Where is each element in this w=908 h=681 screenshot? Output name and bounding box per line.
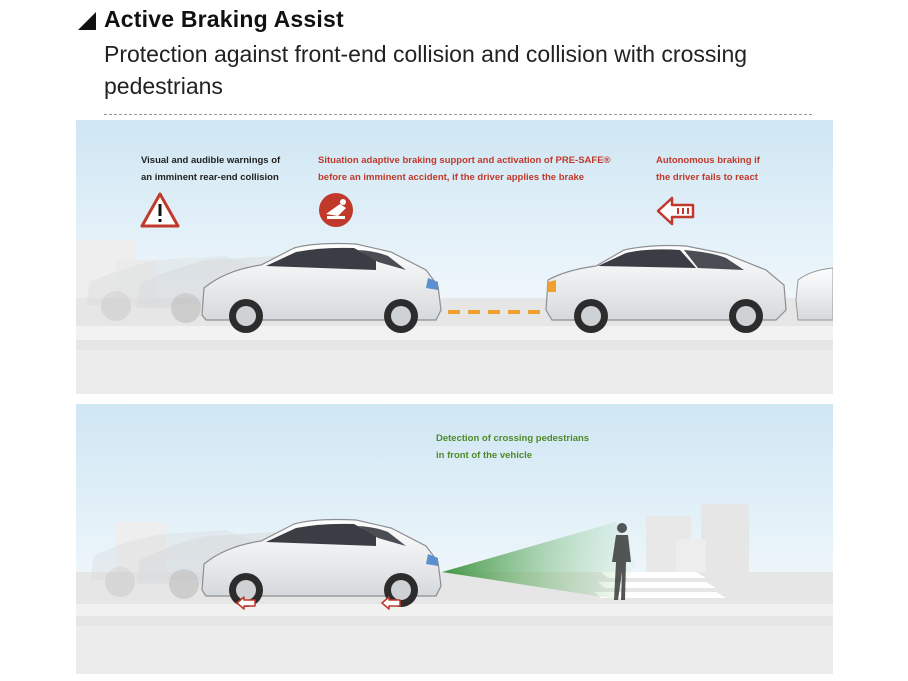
warning-triangle-icon <box>140 192 180 228</box>
caption-warning: Visual and audible warnings of an immine… <box>141 155 281 183</box>
arrow-left-icon <box>656 196 695 226</box>
rear-end-collision-panel: Visual and audible warnings of an immine… <box>76 120 833 394</box>
car <box>201 518 442 607</box>
brake-pedal-icon <box>319 193 353 227</box>
pedestrian <box>612 523 631 600</box>
rear-car <box>201 242 442 333</box>
page-title: Active Braking Assist <box>104 6 344 32</box>
caption-autonomous-braking: Autonomous braking if the driver fails t… <box>656 155 760 183</box>
page-subtitle: Protection against front-end collision a… <box>104 41 748 99</box>
front-wheel-arrow-left-icon <box>381 596 401 610</box>
scene-illustration <box>76 404 833 674</box>
pedestrian-detection-panel: Detection of crossing pedestrians in fro… <box>76 404 833 674</box>
detection-beam <box>442 522 636 599</box>
front-car <box>545 244 787 333</box>
header: Active Braking Assist Protection against… <box>0 0 908 120</box>
divider <box>104 114 812 115</box>
corner-triangle-icon <box>78 12 96 30</box>
caption-pedestrian-detection: Detection of crossing pedestrians in fro… <box>436 433 590 461</box>
scene-illustration <box>76 120 833 394</box>
rear-wheel-arrow-left-icon <box>236 596 256 610</box>
caption-braking-support: Situation adaptive braking support and a… <box>318 155 611 183</box>
